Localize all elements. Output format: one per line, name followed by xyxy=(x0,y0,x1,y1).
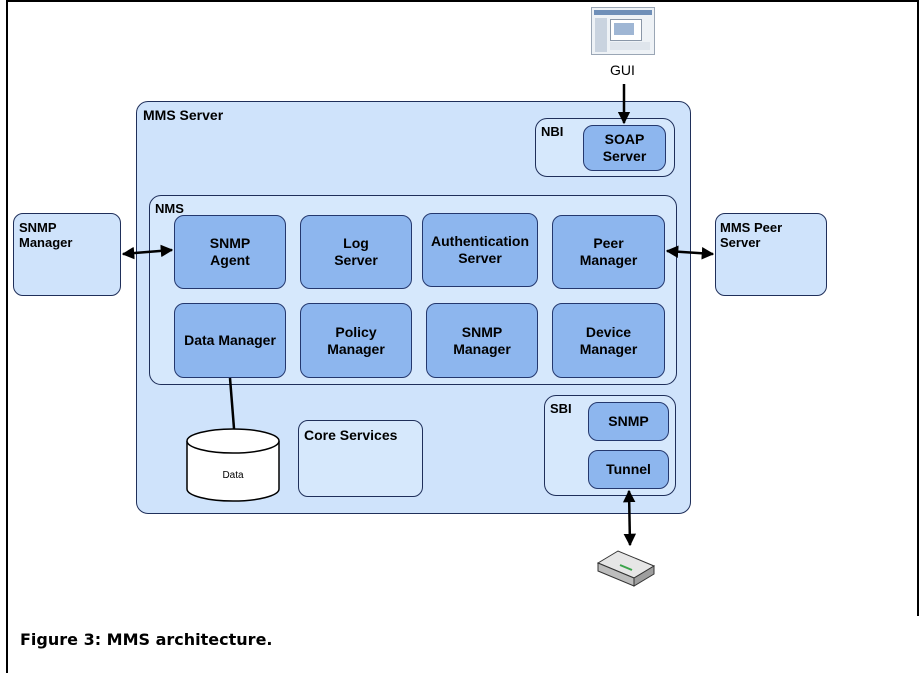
sbi-label: SBI xyxy=(550,401,572,416)
nbi-label: NBI xyxy=(541,124,564,139)
core-services-box xyxy=(298,420,423,497)
figure-frame xyxy=(6,0,919,673)
mms-peer-server-label: MMS Peer Server xyxy=(720,220,783,250)
frame-top-border xyxy=(6,0,919,2)
data-manager-module: Data Manager xyxy=(174,303,286,378)
gui-screen-icon xyxy=(591,7,655,55)
snmp-manager-module: SNMP Manager xyxy=(426,303,538,378)
network-device-icon xyxy=(596,550,656,587)
snmp-agent-module: SNMP Agent xyxy=(174,215,286,289)
figure-caption: Figure 3: MMS architecture. xyxy=(20,630,273,649)
authentication-server-module: Authentication Server xyxy=(422,213,538,287)
data-store-label: Data xyxy=(222,470,244,481)
gui-label: GUI xyxy=(610,62,635,78)
soap-server-module: SOAP Server xyxy=(583,125,666,171)
frame-right-border xyxy=(917,0,919,616)
mms-server-label: MMS Server xyxy=(143,107,224,123)
peer-manager-peer-server-arrow xyxy=(665,245,715,260)
policy-manager-module: Policy Manager xyxy=(300,303,412,378)
snmp-manager-agent-arrow xyxy=(121,244,174,260)
data-store-cylinder xyxy=(186,428,280,502)
frame-left-border xyxy=(6,0,8,673)
external-snmp-manager-label: SNMP Manager xyxy=(19,220,73,250)
sbi-tunnel-module: Tunnel xyxy=(588,450,669,489)
log-server-module: Log Server xyxy=(300,215,412,289)
core-services-label: Core Services xyxy=(304,427,398,443)
mms-peer-server-box xyxy=(715,213,827,296)
device-manager-module: Device Manager xyxy=(552,303,665,378)
tunnel-device-arrow xyxy=(622,489,637,547)
nms-label: NMS xyxy=(155,201,184,216)
sbi-snmp-module: SNMP xyxy=(588,402,669,441)
external-snmp-manager-box xyxy=(13,213,121,296)
peer-manager-module: Peer Manager xyxy=(552,215,665,289)
